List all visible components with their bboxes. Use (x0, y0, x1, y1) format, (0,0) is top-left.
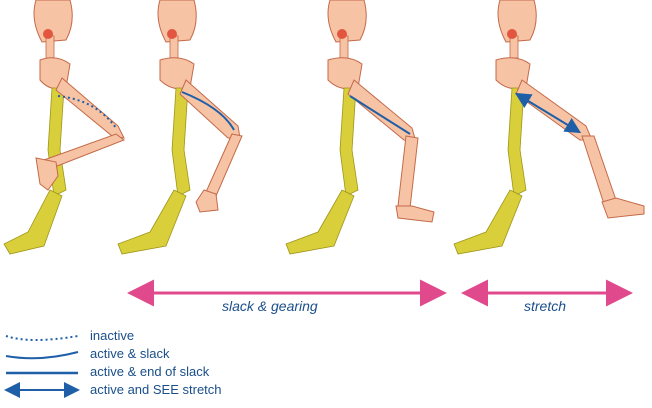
support-foot-4 (453, 189, 523, 255)
support-foot-1 (3, 189, 63, 255)
muscle-slack-2 (181, 91, 235, 131)
swing-shank-3 (397, 135, 419, 209)
swing-foot-3 (395, 205, 435, 223)
swing-thigh-4 (515, 79, 593, 141)
muscle-stretch-arrow-4 (514, 92, 582, 134)
figure-1-inactive (3, 0, 126, 255)
support-leg-4 (507, 87, 527, 197)
swing-thigh-2 (179, 79, 241, 139)
legend-label-inactive: inactive (90, 328, 135, 343)
support-leg-2 (171, 87, 191, 197)
spine-2 (169, 35, 179, 59)
figure-2-slack (117, 0, 243, 255)
muscle-inactive-1 (57, 95, 117, 129)
joint-dot-3 (337, 29, 347, 39)
swing-foot-4 (601, 197, 645, 219)
spine-3 (339, 35, 349, 59)
figure-3-end-of-slack (285, 0, 435, 255)
legend-curve-sample (5, 351, 79, 360)
support-leg-3 (339, 87, 359, 197)
swing-shank-4 (581, 135, 617, 205)
swing-foot-2 (195, 189, 219, 213)
support-foot-3 (285, 189, 355, 255)
joint-dot-4 (507, 29, 517, 39)
phase-label-stretch: stretch (524, 298, 567, 314)
swing-foot-1 (35, 157, 59, 191)
legend-label-see-stretch: active and SEE stretch (90, 382, 222, 397)
spine-1 (45, 35, 55, 59)
legend-dotted-sample (5, 335, 79, 341)
torso-2 (157, 0, 197, 43)
legend-label-active-slack: active & slack (90, 346, 170, 361)
torso-1 (33, 0, 73, 43)
swing-shank-2 (205, 133, 243, 197)
legend-label-active-end-of-slack: active & end of slack (90, 364, 210, 379)
muscle-straight-3 (349, 95, 411, 135)
support-foot-2 (117, 189, 187, 255)
spine-4 (509, 35, 519, 59)
phase-label-slack-gearing: slack & gearing (222, 298, 318, 314)
torso-4 (497, 0, 537, 43)
swing-thigh-3 (347, 79, 417, 143)
figure-4-stretch (453, 0, 645, 255)
joint-dot-1 (43, 29, 53, 39)
joint-dot-2 (167, 29, 177, 39)
torso-3 (327, 0, 367, 43)
swing-thigh-1 (55, 77, 125, 139)
